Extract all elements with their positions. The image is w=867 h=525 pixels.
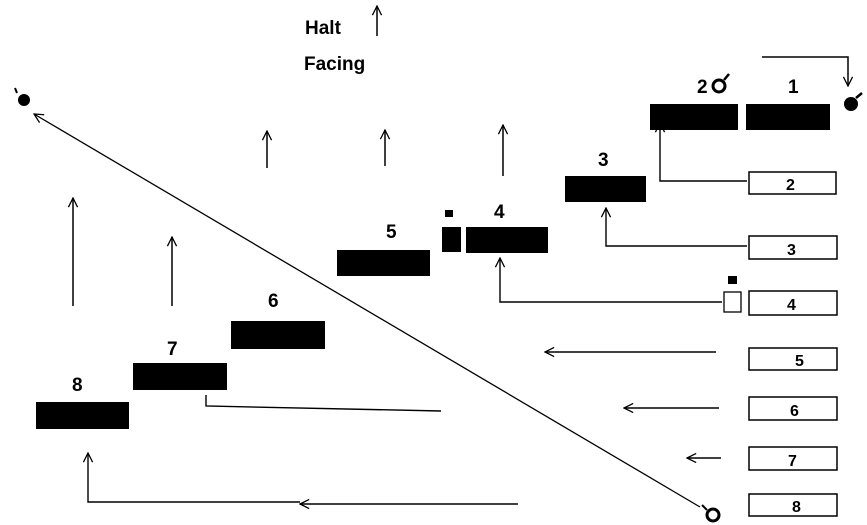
start-box-label: 4 bbox=[787, 297, 796, 314]
path-line-8 bbox=[88, 453, 300, 503]
position-label-6: 6 bbox=[268, 291, 279, 312]
start-box-label: 6 bbox=[790, 403, 799, 420]
male-symbol-icon bbox=[711, 73, 730, 94]
path-arrow-2 bbox=[660, 123, 747, 182]
position-bar-2 bbox=[650, 104, 738, 130]
position-label-7: 7 bbox=[167, 339, 178, 360]
path-line-7 bbox=[205, 395, 442, 412]
diagonal-line bbox=[34, 114, 701, 508]
position-bar-3 bbox=[565, 176, 646, 202]
start-box-4: 4 bbox=[748, 290, 838, 316]
start-box-label: 5 bbox=[795, 353, 804, 370]
start-box-5: 5 bbox=[748, 347, 838, 371]
position-bar-6 bbox=[231, 321, 325, 349]
flag-icon bbox=[445, 210, 453, 217]
position-label-5: 5 bbox=[386, 222, 397, 243]
path-arrow-4 bbox=[500, 258, 722, 303]
gender-symbol-icon bbox=[14, 87, 30, 106]
start-box-6: 6 bbox=[748, 396, 838, 421]
position-bar-1 bbox=[746, 104, 830, 130]
position-label-1: 1 bbox=[788, 77, 799, 98]
position-label-2: 2 bbox=[697, 77, 708, 98]
position-bar-7 bbox=[133, 363, 227, 390]
path-arrow-3 bbox=[606, 208, 747, 247]
start-box-3: 3 bbox=[748, 235, 838, 260]
position-bar-5 bbox=[337, 250, 430, 276]
flag-icon bbox=[723, 276, 742, 313]
start-box-2: 2 bbox=[748, 171, 837, 195]
gender-symbol-icon bbox=[844, 92, 863, 111]
return-arrow bbox=[762, 56, 848, 86]
position-label-3: 3 bbox=[598, 150, 609, 171]
header-facing: Facing bbox=[304, 54, 365, 75]
start-box-label: 3 bbox=[787, 242, 796, 259]
start-box-label: 7 bbox=[788, 453, 797, 470]
male-symbol-icon bbox=[701, 504, 721, 523]
header-halt: Halt bbox=[305, 18, 342, 39]
start-box-7: 7 bbox=[748, 446, 838, 471]
position-bar-8 bbox=[36, 402, 129, 429]
start-box-label: 2 bbox=[786, 177, 795, 194]
start-box-label: 8 bbox=[792, 499, 801, 516]
position-label-8: 8 bbox=[72, 375, 83, 396]
flag-marker bbox=[442, 227, 461, 252]
start-box-8: 8 bbox=[748, 493, 838, 517]
position-label-4: 4 bbox=[494, 202, 505, 223]
position-bar-4 bbox=[466, 227, 548, 253]
